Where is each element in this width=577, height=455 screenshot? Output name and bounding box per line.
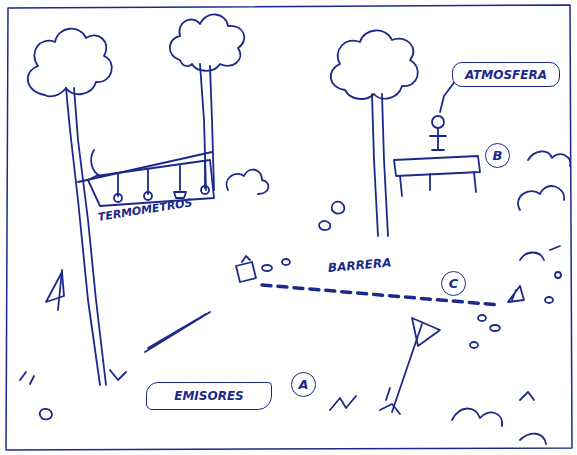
speech-pointer bbox=[440, 80, 456, 112]
node-text: EMISORES bbox=[174, 390, 244, 402]
barrier-post bbox=[236, 256, 524, 302]
bush bbox=[227, 151, 571, 444]
observer-at-desk bbox=[394, 116, 480, 196]
flag bbox=[46, 270, 64, 310]
callout-circle: A bbox=[291, 372, 316, 397]
node-text: ATMOSFERA bbox=[465, 69, 547, 81]
node-text: C bbox=[449, 277, 459, 290]
grass bbox=[20, 370, 534, 410]
node-text: A bbox=[298, 378, 308, 391]
label-sign: EMISORES bbox=[146, 382, 272, 410]
node-text: B bbox=[493, 149, 503, 162]
stick bbox=[145, 312, 210, 352]
part-label: TERMOMETROS bbox=[97, 197, 193, 223]
thermometer-rack bbox=[78, 150, 214, 206]
callout-circle: C bbox=[441, 271, 466, 296]
tree bbox=[331, 30, 418, 236]
part-label: BARRERA bbox=[327, 256, 391, 274]
flag bbox=[380, 318, 440, 414]
frame bbox=[6, 5, 572, 450]
callout-circle: B bbox=[485, 143, 510, 168]
speech-bubble: ATMOSFERA bbox=[452, 62, 560, 87]
stones bbox=[40, 202, 561, 420]
tree bbox=[28, 29, 112, 385]
